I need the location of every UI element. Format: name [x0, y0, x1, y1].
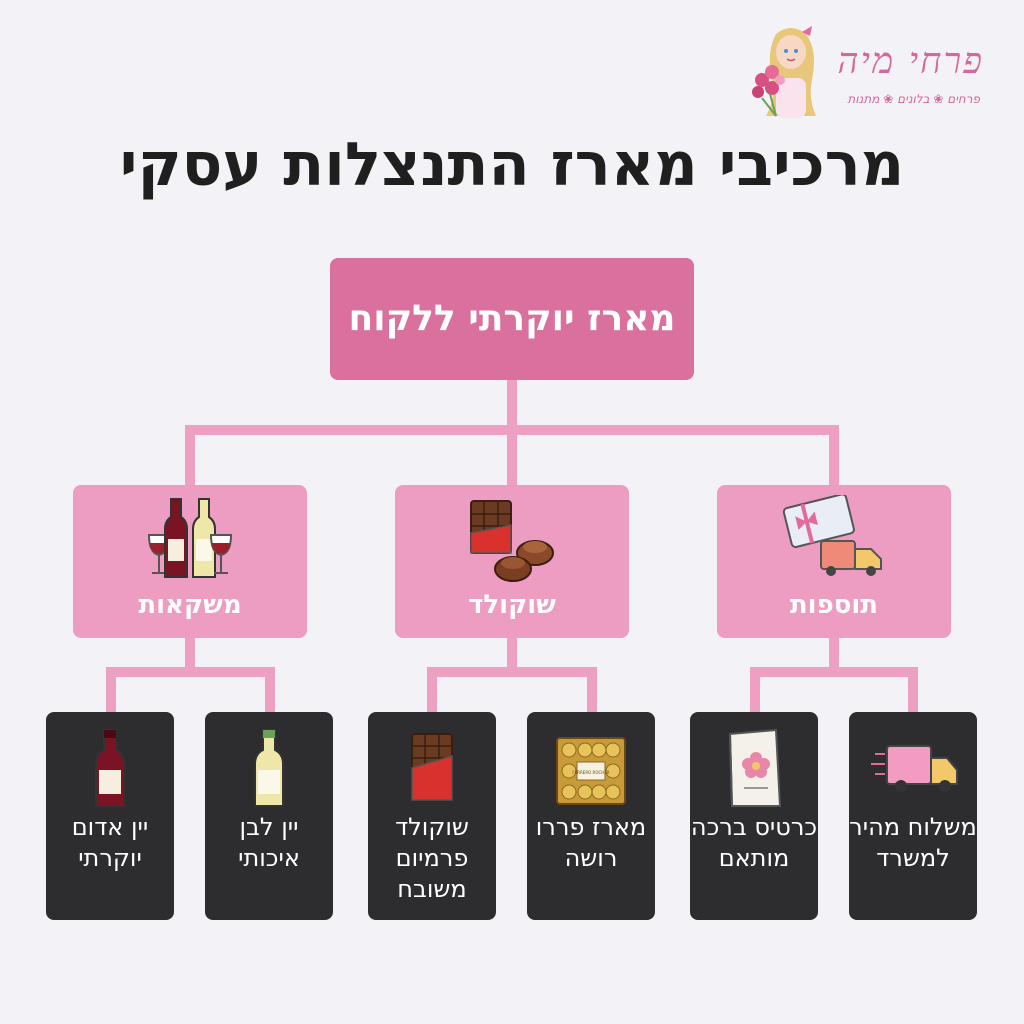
- white-wine-bottle-icon: [254, 729, 284, 807]
- leaf-label: יין אדום יוקרתי: [71, 813, 149, 872]
- ferrero-box-text: FERRERO ROCHER: [572, 770, 609, 775]
- category-chocolate: שוקולד: [395, 485, 629, 638]
- ferrero-box-icon: FERRERO ROCHER: [556, 737, 626, 805]
- brand-name: פרחי מיה: [837, 41, 984, 82]
- wine-bottles-icon: [147, 498, 233, 578]
- leaf-greeting-card: כרטיס ברכה מותאם: [690, 712, 818, 920]
- greeting-card-icon: [728, 728, 782, 807]
- leaf-label: שוקולד פרמיום משובח: [395, 813, 469, 903]
- leaf-label: יין לבן איכותי: [238, 813, 300, 872]
- root-node: מארז יוקרתי ללקוח: [330, 258, 694, 380]
- leaf-fast-delivery: משלוח מהיר למשרד: [849, 712, 977, 920]
- category-extras: תוספות: [717, 485, 951, 638]
- chocolate-bar-icon: [411, 733, 453, 801]
- page-title: מרכיבי מארז התנצלות עסקי: [119, 130, 905, 200]
- category-label: משקאות: [138, 590, 242, 620]
- gift-card-and-truck-icon: [782, 495, 882, 576]
- brand-tagline: פרחים ❀ בלונים ❀ מתנות: [847, 92, 980, 106]
- category-label: שוקולד: [468, 590, 556, 620]
- leaf-ferrero-box: FERRERO ROCHER מארז פררו רושה: [527, 712, 655, 920]
- delivery-truck-icon: [871, 745, 958, 792]
- leaf-white-wine: יין לבן איכותי: [205, 712, 333, 920]
- girl-with-flowers-icon: [752, 26, 816, 118]
- leaf-label: משלוח מהיר למשרד: [849, 813, 977, 872]
- leaf-label: מארז פררו רושה: [535, 813, 647, 872]
- leaf-premium-chocolate: שוקולד פרמיום משובח: [368, 712, 496, 920]
- category-label: תוספות: [789, 590, 879, 620]
- red-wine-bottle-icon: [95, 729, 125, 807]
- leaf-label: כרטיס ברכה מותאם: [690, 813, 818, 872]
- category-drinks: משקאות: [73, 485, 307, 638]
- brand-logo: פרחי מיה פרחים ❀ בלונים ❀ מתנות: [746, 20, 1006, 130]
- leaf-red-wine: יין אדום יוקרתי: [46, 712, 174, 920]
- chocolates-icon: [470, 500, 554, 582]
